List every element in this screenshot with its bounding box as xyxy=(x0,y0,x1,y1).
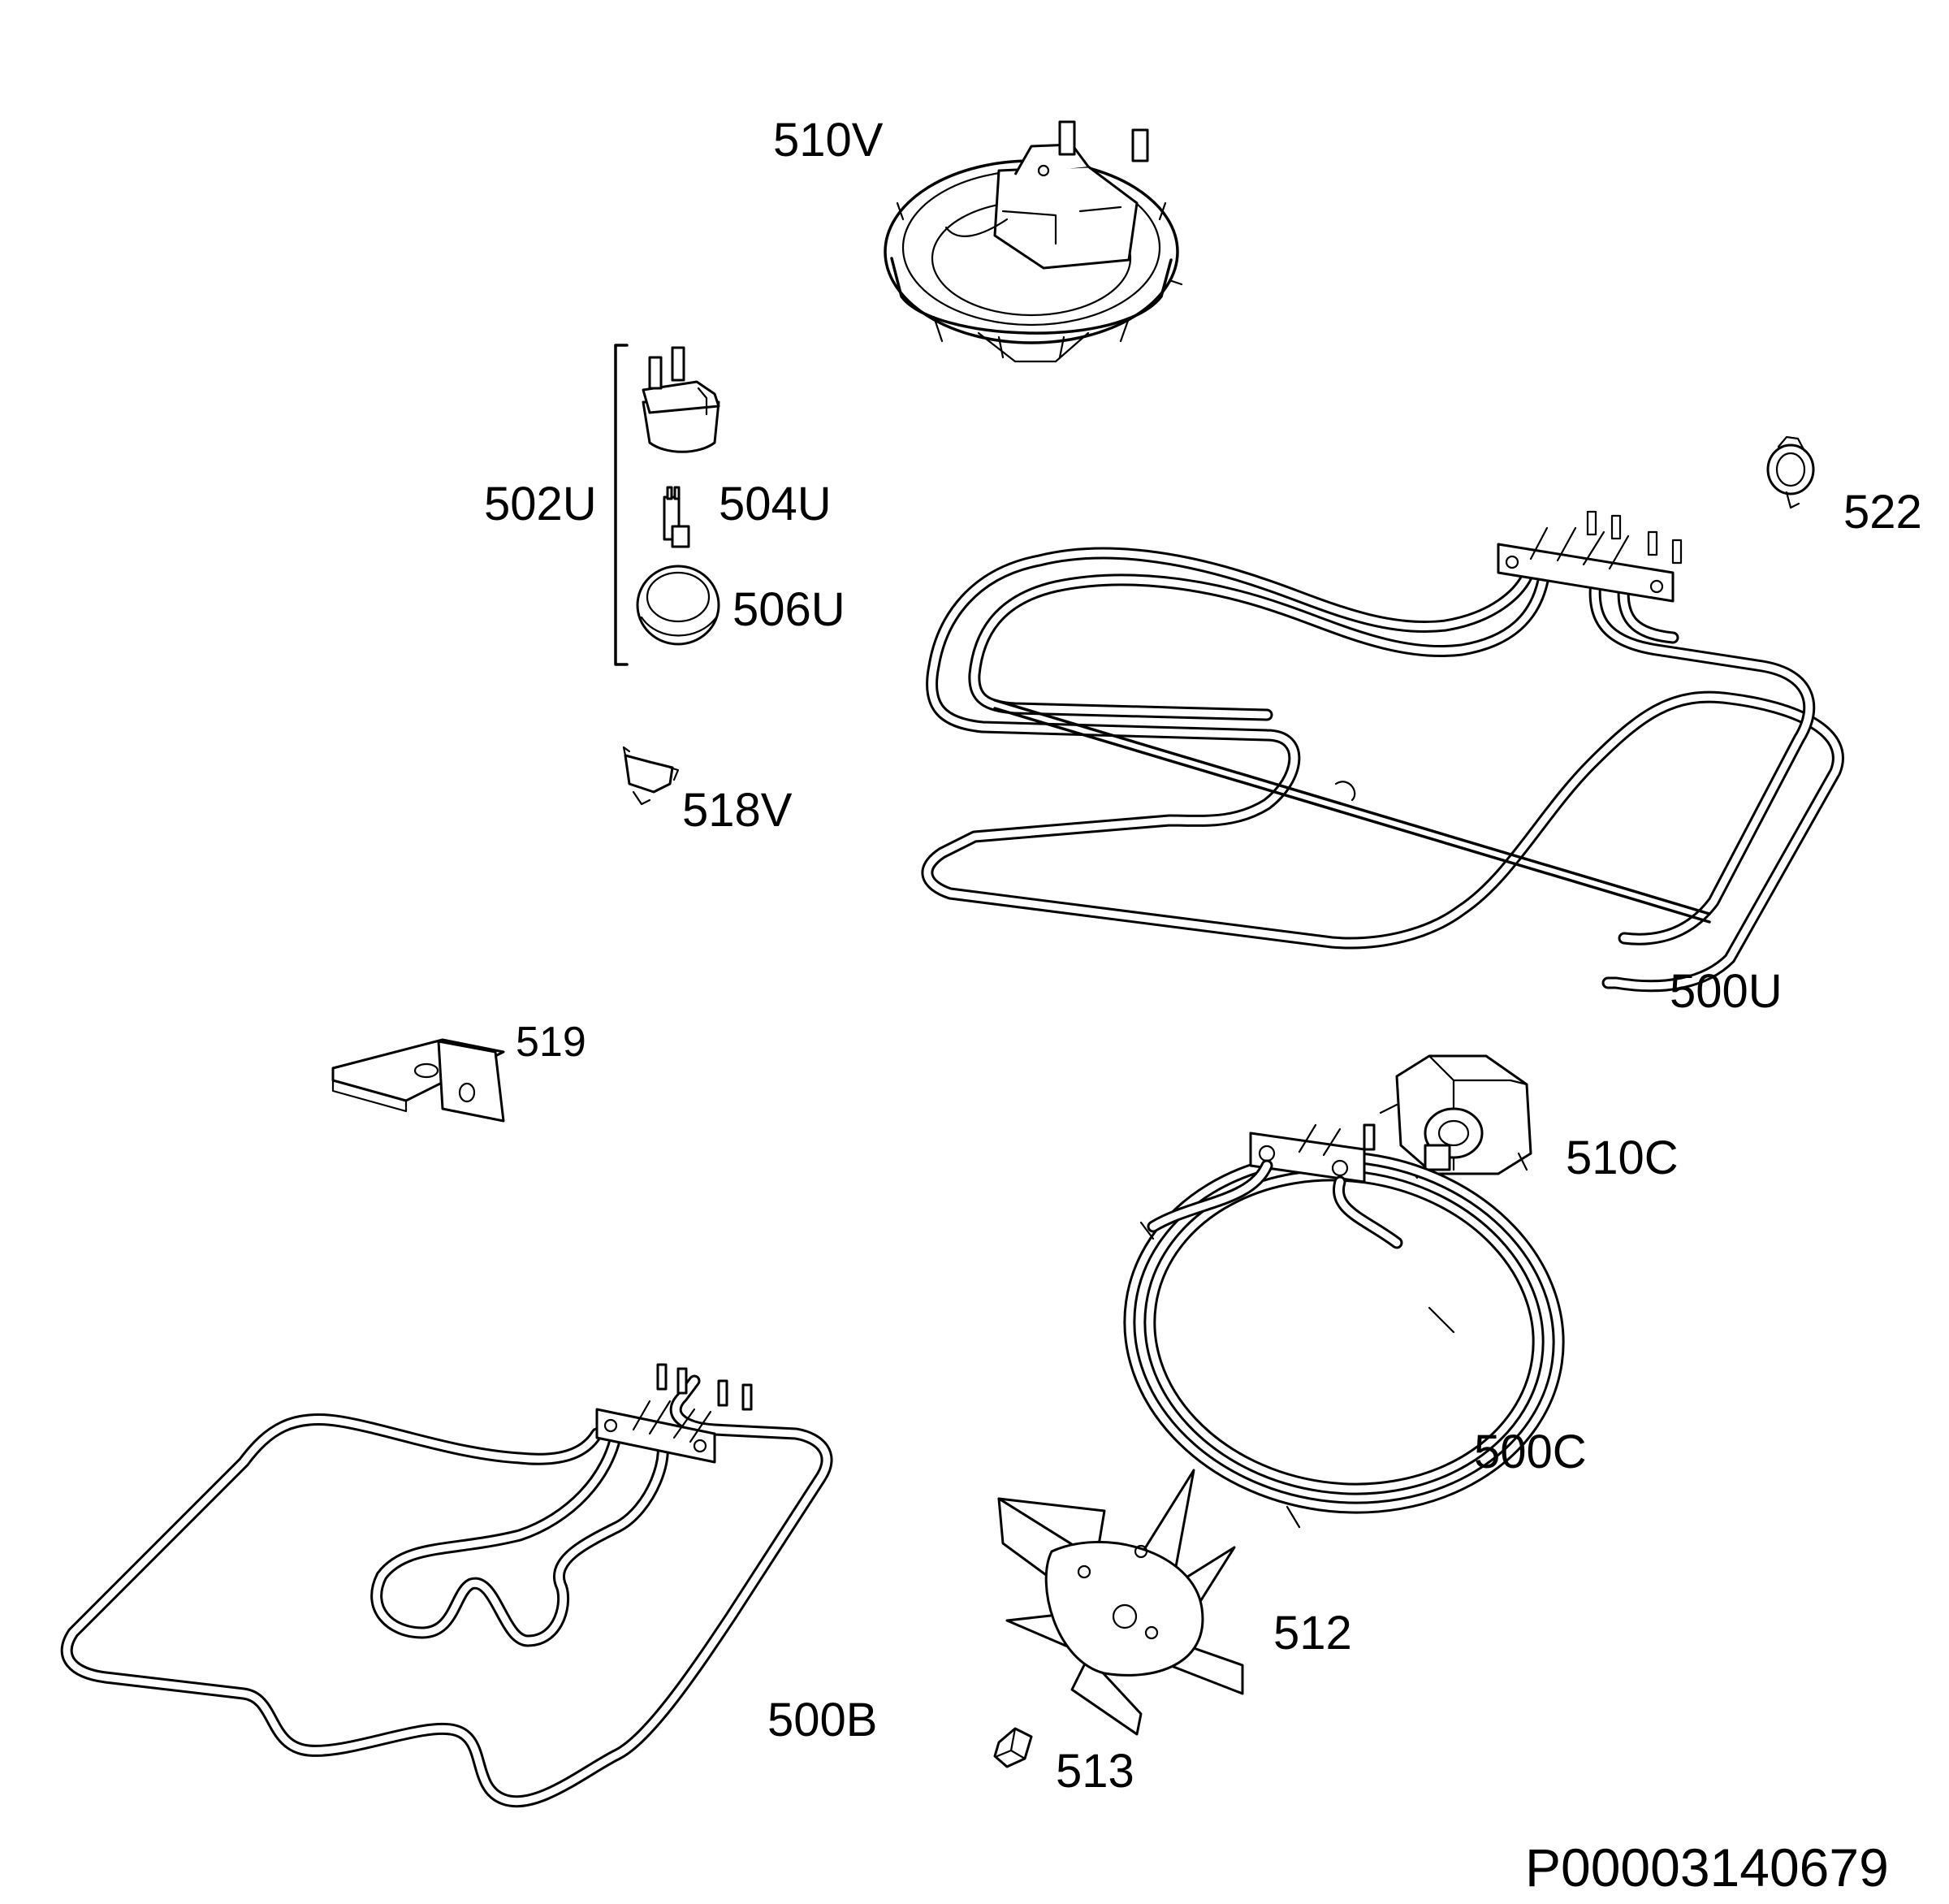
fan-motor-assembly-510v xyxy=(884,120,1183,363)
label-506u: 506U xyxy=(732,583,845,636)
label-518v: 518V xyxy=(682,784,793,837)
label-519: 519 xyxy=(516,1019,586,1066)
label-510v: 510V xyxy=(773,114,884,167)
clip-522 xyxy=(1766,435,1815,509)
label-500b: 500B xyxy=(767,1694,877,1746)
fan-motor-510c xyxy=(1379,1054,1532,1179)
top-heating-element-500u xyxy=(921,510,1844,993)
bracket-518v xyxy=(622,746,680,806)
lamp-glass-506u xyxy=(636,565,720,646)
connector-504u xyxy=(663,486,690,548)
circular-heating-element-500c xyxy=(1123,1123,1565,1529)
label-522: 522 xyxy=(1843,486,1922,539)
lamp-assembly-group-502u xyxy=(614,344,720,666)
lamp-holder xyxy=(642,346,720,453)
fan-blade-512 xyxy=(997,1469,1244,1736)
label-513: 513 xyxy=(1056,1745,1134,1798)
label-512: 512 xyxy=(1273,1607,1352,1660)
document-id: P00003140679 xyxy=(1525,1837,1889,1898)
nut-513 xyxy=(993,1727,1033,1768)
bracket-519 xyxy=(331,1038,505,1123)
label-500c: 500C xyxy=(1474,1426,1587,1478)
group-bracket xyxy=(614,344,629,666)
bottom-heating-element-500b xyxy=(60,1363,833,1808)
label-510c: 510C xyxy=(1566,1132,1679,1184)
label-502u: 502U xyxy=(484,478,597,530)
label-504u: 504U xyxy=(719,478,832,530)
label-500u: 500U xyxy=(1670,965,1783,1018)
